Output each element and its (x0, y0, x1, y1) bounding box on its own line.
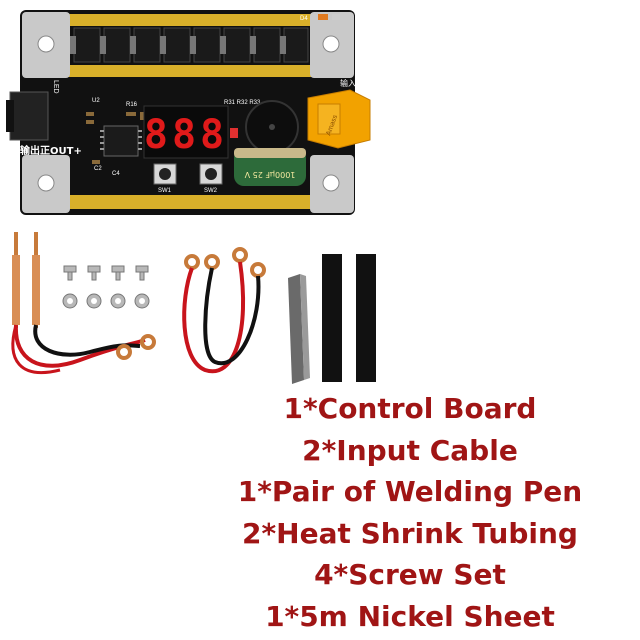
silk-output: 输出正OUT+ (20, 144, 82, 157)
item-heat-shrink-tubing: 2*Heat Shrink Tubing (242, 516, 578, 550)
silk-r16: R16 (126, 102, 138, 108)
silk-top-right: D4 (300, 16, 308, 22)
top-rail (55, 14, 325, 26)
dc-jack (9, 91, 49, 141)
screw-set (62, 265, 150, 309)
heat-shrink-tube-2 (356, 254, 376, 382)
silk-sw1: SW1 (158, 188, 172, 194)
welding-pen-pair (11, 232, 156, 375)
button-sw2 (199, 163, 223, 185)
capacitor: 1000μF 25 V (234, 148, 306, 186)
bottom-rail (55, 195, 325, 209)
silk-left-vertical: LED (52, 80, 59, 94)
microcontroller-chip (103, 125, 139, 157)
item-welding-pen: 1*Pair of Welding Pen (237, 475, 583, 508)
silk-sw2: SW2 (204, 188, 218, 194)
silk-c2: C2 (94, 166, 102, 172)
button-sw1 (153, 163, 177, 185)
display-digits: 888 (144, 112, 228, 158)
input-cable-pair (182, 247, 266, 374)
item-nickel-sheet: 1*5m Nickel Sheet (265, 599, 555, 633)
control-board-image: D4 输入 LED U2 R16 C2 C4 输出正OUT+ 888 R31 R… (6, 10, 371, 215)
silk-r31: R31 R32 R33 (224, 100, 261, 106)
silk-c4: C4 (112, 171, 120, 177)
item-control-board: 1*Control Board (283, 392, 537, 425)
heat-shrink-tube-1 (322, 254, 342, 382)
mosfet-row (73, 27, 309, 63)
item-screw-set: 4*Screw Set (314, 558, 506, 591)
silk-u2: U2 (92, 98, 100, 104)
seven-segment-display (143, 105, 229, 159)
silk-input: 输入 (340, 78, 356, 88)
package-contents-list: 1*Control Board 2*Input Cable 1*Pair of … (180, 388, 640, 640)
accessories-image (11, 232, 376, 384)
nickel-sheet-roll (288, 274, 310, 384)
top-rail-lower (55, 65, 325, 77)
xt60-connector: Amass (307, 89, 371, 149)
capacitor-label: 1000μF 25 V (244, 170, 295, 179)
item-input-cable: 2*Input Cable (302, 433, 518, 467)
